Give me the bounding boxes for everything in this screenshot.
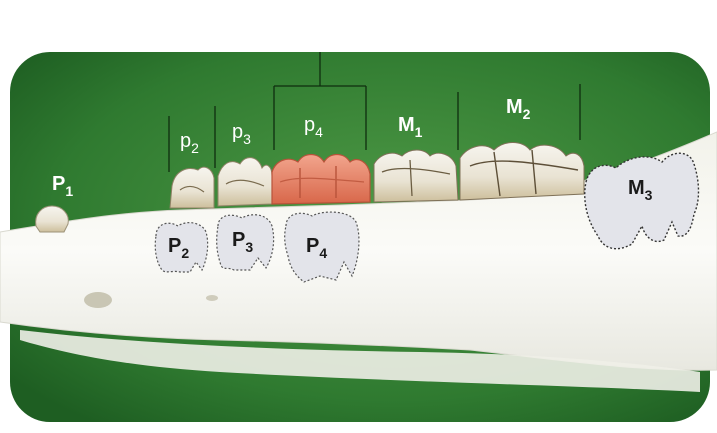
mental-foramen-small xyxy=(206,295,218,301)
mental-foramen xyxy=(84,292,112,308)
tooth-p4-highlighted xyxy=(272,155,370,205)
tooth-p1 xyxy=(36,206,69,232)
tooth-m1 xyxy=(374,150,458,202)
